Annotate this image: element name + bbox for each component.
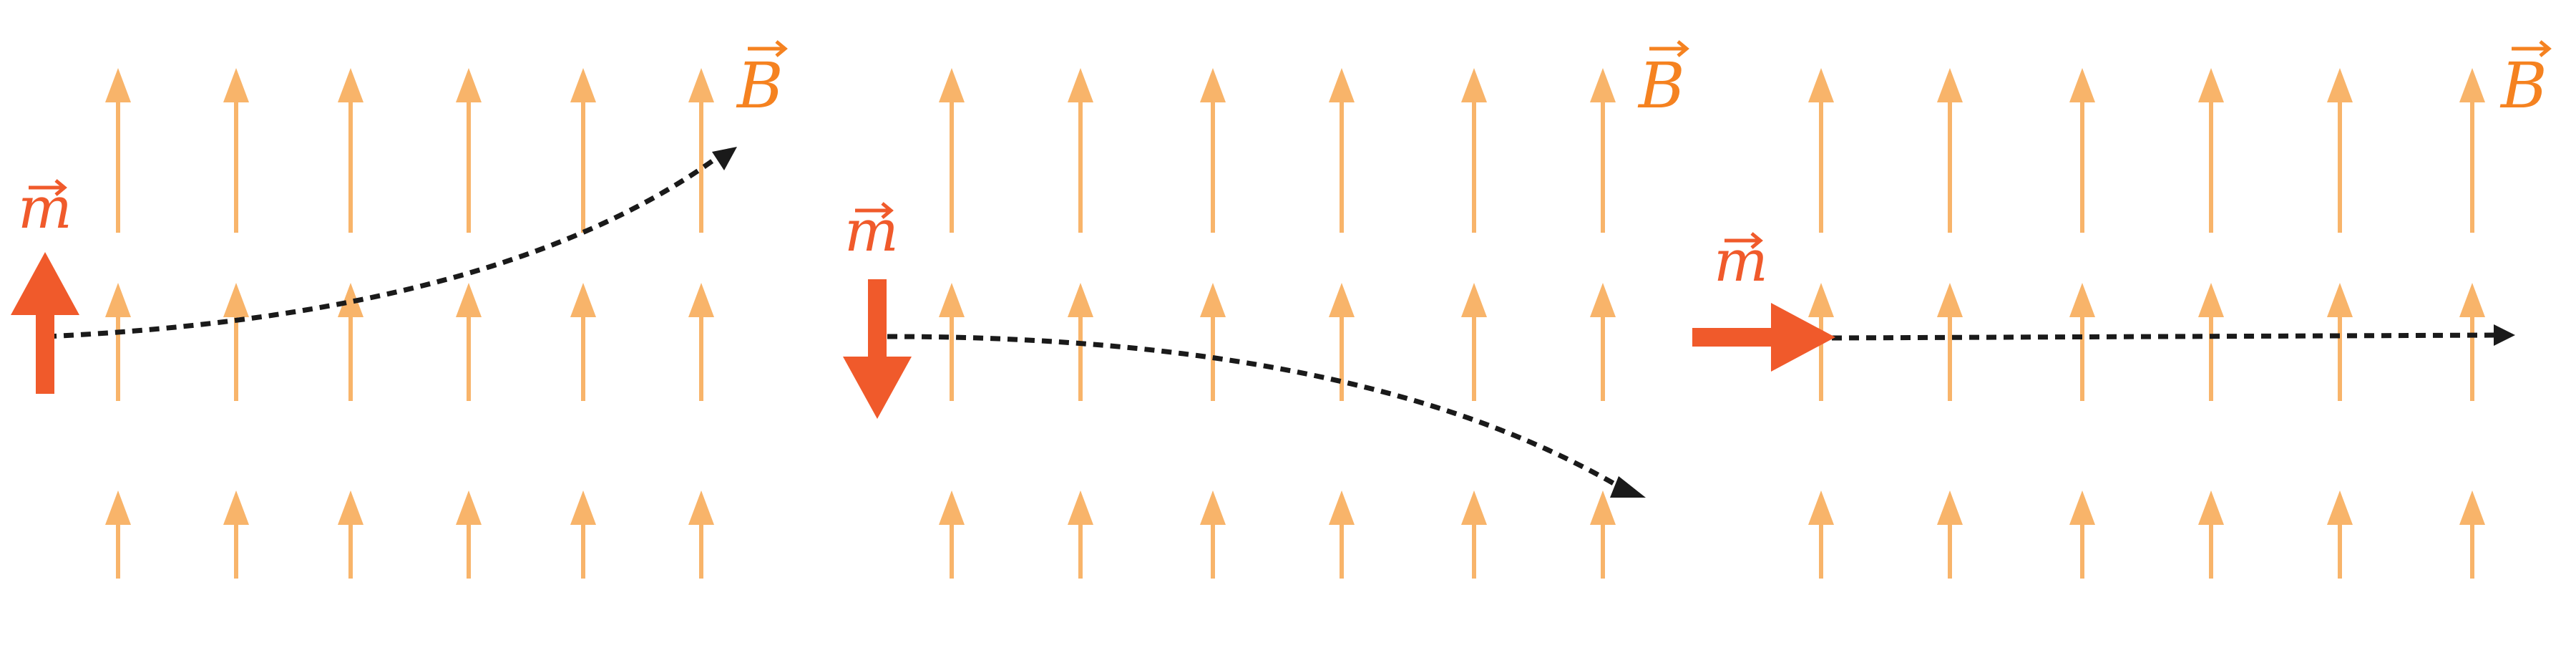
field-label: B — [736, 49, 784, 122]
field-arrow — [223, 283, 249, 401]
field-arrow — [2459, 68, 2485, 233]
moment-label: m — [1714, 228, 1768, 294]
trajectory-panel-3 — [1831, 324, 2515, 346]
field-arrow — [688, 68, 714, 233]
field-arrow — [2327, 283, 2353, 401]
field-arrow — [1200, 283, 1226, 401]
field-arrow — [939, 68, 965, 233]
field-arrow — [1200, 68, 1226, 233]
field-label-panel-1: B — [736, 40, 788, 122]
field-arrows-panel-2 — [939, 68, 1616, 579]
field-arrow — [688, 490, 714, 579]
moment-label-panel-3: m — [1714, 228, 1768, 294]
field-arrow — [223, 68, 249, 233]
field-arrow — [2198, 283, 2224, 401]
field-arrow — [1068, 490, 1093, 579]
field-arrow — [1937, 490, 1963, 579]
field-arrow — [2069, 490, 2095, 579]
vector-arrow-icon — [748, 40, 788, 57]
field-arrow — [1937, 68, 1963, 233]
field-arrow — [1590, 490, 1616, 579]
field-arrow — [1329, 490, 1355, 579]
field-arrow — [688, 283, 714, 401]
moment-label: m — [18, 175, 72, 241]
trajectory-arrowhead — [1610, 476, 1646, 498]
field-arrow — [456, 490, 482, 579]
field-arrow — [1937, 283, 1963, 401]
trajectory-path — [46, 154, 721, 339]
field-label: B — [2499, 49, 2547, 122]
field-arrow — [2198, 490, 2224, 579]
magnetic-moment-panel-1 — [11, 252, 79, 394]
field-arrow — [570, 68, 596, 233]
field-arrow — [939, 283, 965, 401]
field-arrow — [2459, 490, 2485, 579]
vector-arrow-icon — [1724, 232, 1763, 249]
field-arrow — [1461, 490, 1487, 579]
trajectory-path — [1831, 332, 2498, 341]
moment-label-panel-1: m — [18, 175, 72, 241]
panel-3: m B — [1692, 40, 2552, 579]
field-arrow — [338, 68, 364, 233]
field-arrow — [1329, 68, 1355, 233]
moment-shaft — [1692, 328, 1775, 347]
moment-shaft — [868, 279, 887, 362]
moment-arrowhead — [11, 252, 79, 315]
magnetic-moment-panel-2 — [843, 279, 912, 419]
vector-arrow-icon — [2512, 40, 2552, 57]
moment-label-panel-2: m — [844, 198, 899, 264]
moment-arrowhead — [843, 357, 912, 419]
field-arrow — [1808, 283, 1834, 401]
field-arrow — [2069, 283, 2095, 401]
field-label: B — [1637, 49, 1685, 122]
field-arrow — [105, 68, 131, 233]
field-arrow — [2459, 283, 2485, 401]
panel-2: m B — [843, 40, 1689, 579]
trajectory-panel-2 — [887, 334, 1646, 498]
field-arrow — [570, 283, 596, 401]
field-arrow — [1068, 283, 1093, 401]
trajectory-path — [887, 334, 1619, 488]
field-arrow — [1590, 68, 1616, 233]
moment-arrowhead — [1771, 303, 1835, 372]
field-label-panel-2: B — [1637, 40, 1689, 122]
field-arrow — [939, 490, 965, 579]
field-arrow — [1590, 283, 1616, 401]
field-arrow — [2327, 68, 2353, 233]
trajectory-arrowhead — [712, 147, 737, 170]
trajectory-arrowhead — [2494, 324, 2515, 346]
field-arrow — [570, 490, 596, 579]
moment-shaft — [36, 311, 54, 394]
field-arrow — [223, 490, 249, 579]
field-arrow — [1808, 68, 1834, 233]
field-arrows-panel-3 — [1808, 68, 2485, 579]
field-arrow — [2198, 68, 2224, 233]
magnetic-moment-panel-3 — [1692, 303, 1835, 372]
field-arrow — [338, 283, 364, 401]
field-arrow — [1461, 68, 1487, 233]
field-arrow — [2069, 68, 2095, 233]
moment-label: m — [844, 198, 899, 264]
field-arrow — [456, 68, 482, 233]
field-arrow — [1808, 490, 1834, 579]
field-arrow — [1461, 283, 1487, 401]
vector-arrow-icon — [29, 179, 67, 196]
field-arrow — [1068, 68, 1093, 233]
field-arrow — [1329, 283, 1355, 401]
field-arrow — [338, 490, 364, 579]
field-arrows-panel-1 — [105, 68, 714, 579]
vector-arrow-icon — [1649, 40, 1689, 57]
field-arrow — [456, 283, 482, 401]
panel-1: m B — [11, 40, 788, 579]
field-arrow — [105, 283, 131, 401]
trajectory-panel-1 — [46, 147, 737, 339]
field-label-panel-3: B — [2499, 40, 2552, 122]
field-arrow — [2327, 490, 2353, 579]
vector-arrow-icon — [855, 202, 894, 219]
field-arrow — [105, 490, 131, 579]
field-arrow — [1200, 490, 1226, 579]
